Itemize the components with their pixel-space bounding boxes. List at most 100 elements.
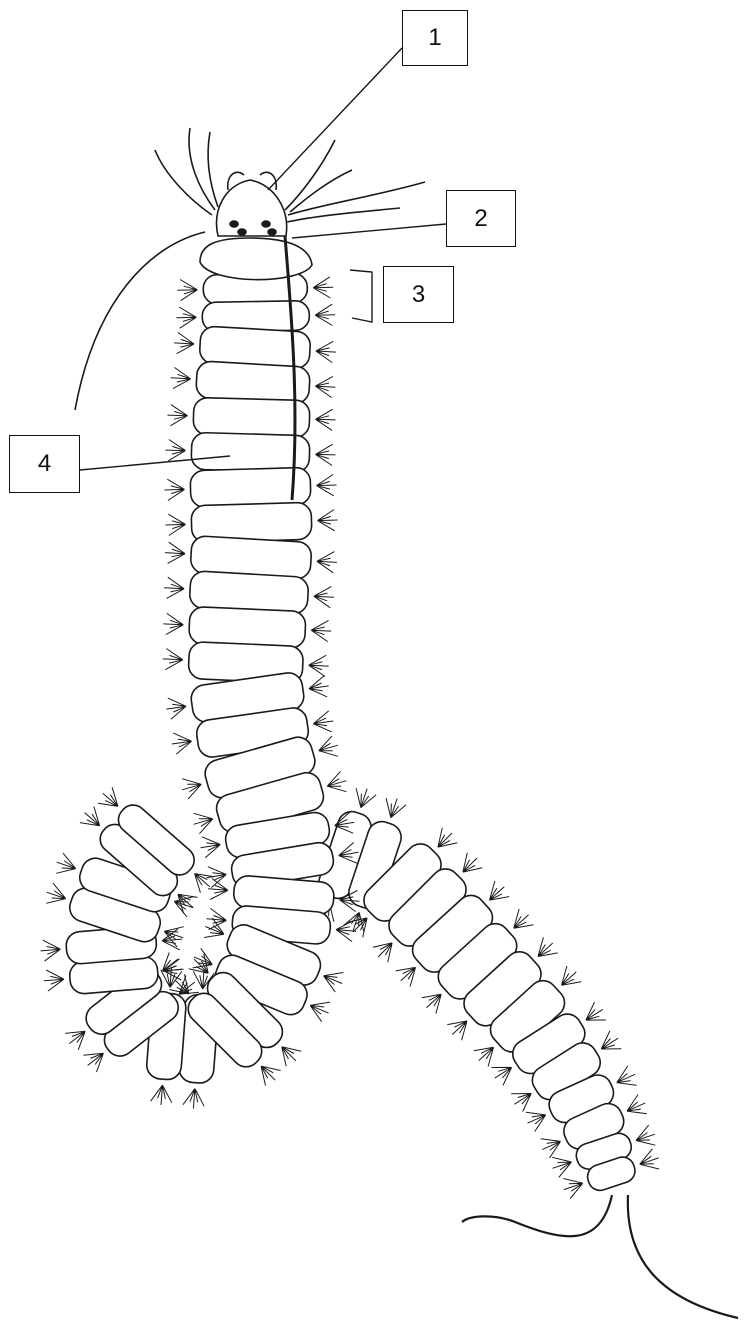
parapodium-bristles (315, 376, 335, 397)
parapodium-bristles (165, 542, 185, 563)
eye-right-2 (268, 229, 276, 235)
parapodium-bristles (166, 514, 186, 535)
peristomium (200, 238, 312, 280)
parapodium-bristles (176, 307, 196, 328)
parapodium-bristles (552, 1157, 571, 1177)
bracket-3 (350, 270, 372, 322)
parapodium-bristles (316, 341, 336, 362)
parapodium-bristles (490, 881, 510, 900)
tentacle-right-a (285, 140, 335, 210)
tentacle-left-c (208, 132, 218, 207)
parapodium-bristles (316, 444, 336, 465)
parapodium-bristles (165, 479, 185, 500)
parapodium-bristles (204, 918, 224, 938)
parapodium-bristles (511, 1094, 531, 1112)
parapodium-bristles (41, 940, 61, 961)
tail-cirrus-right (628, 1195, 738, 1318)
parapodium-bristles (314, 587, 334, 608)
tentacle-left-a (155, 150, 212, 215)
parapodium-bristles (313, 277, 333, 298)
leader-line-2 (292, 224, 446, 238)
parapodium-bristles (526, 1112, 546, 1131)
label-3: 3 (383, 266, 454, 323)
parapodium-bristles (207, 908, 227, 929)
parapodium-bristles (193, 948, 213, 968)
parapodium-bristles (309, 655, 329, 676)
tentacle-left-b (189, 128, 215, 210)
parapodium-bristles (538, 937, 558, 956)
parapodium-bristles (46, 883, 65, 903)
parapodium-bristles (324, 973, 344, 993)
parapodium-bristles (65, 1031, 85, 1050)
parapodium-bristles (84, 1053, 104, 1072)
parapodium-bristles (318, 510, 338, 531)
parapodium-bristles (311, 620, 331, 641)
parapodium-bristles (163, 649, 183, 670)
parapodium-bristles (601, 1031, 621, 1049)
parapodium-bristles (182, 779, 201, 799)
parapodium-bristles (166, 440, 186, 461)
parapodium-bristles (373, 943, 392, 962)
parapodium-bristles (386, 798, 406, 818)
parapodium-bristles (316, 409, 336, 430)
parapodium-bristles (315, 304, 335, 325)
parapodium-bristles (640, 1149, 659, 1169)
parapodium-bristles (327, 771, 346, 791)
tentacle-right-b (288, 182, 425, 215)
parapodium-bristles (178, 894, 198, 913)
trunk-segment (191, 432, 310, 472)
leader-line-1 (268, 48, 402, 190)
parapodium-bristles (319, 736, 338, 756)
parapodium-bristles (562, 966, 582, 985)
parapodium-bristles (514, 909, 534, 928)
parapodium-bristles (194, 813, 213, 833)
parapodium-bristles (183, 1089, 204, 1109)
parapodium-bristles (174, 332, 194, 353)
parapodium-bristles (164, 577, 184, 598)
parapodium-bristles (56, 853, 75, 873)
parapodium-bristles (172, 733, 192, 754)
parapodium-bristles (438, 828, 457, 847)
parapodium-bristles (261, 1066, 281, 1086)
parapodium-bristles (177, 280, 197, 301)
parapodium-bristles (474, 1047, 494, 1066)
parapodium-bristles (162, 952, 182, 971)
parapodium-bristles (80, 807, 100, 826)
eye-right-1 (262, 221, 270, 227)
parapodium-bristles (447, 1021, 467, 1040)
parapodium-bristles (348, 918, 367, 937)
parapodium-bristles (541, 1139, 561, 1158)
label-4: 4 (9, 435, 80, 493)
parapodium-bristles (313, 711, 333, 732)
parapodium-bristles (317, 475, 337, 496)
parapodium-bristles (171, 367, 191, 388)
worm-body (41, 273, 660, 1199)
parapodium-bristles (151, 1085, 172, 1105)
parapodium-bristles (179, 976, 199, 995)
trunk-segment (193, 397, 310, 437)
tail-cirri (462, 1195, 738, 1318)
parapodium-bristles (282, 1047, 302, 1067)
parapodium-bristles (627, 1095, 647, 1114)
parapodium-bristles (207, 867, 227, 888)
parapodium-bristles (317, 552, 337, 573)
parapodium-bristles (563, 1179, 582, 1199)
label-2: 2 (446, 190, 516, 247)
label-1: 1 (402, 10, 468, 66)
tail-cirrus-left (462, 1195, 612, 1236)
parapodium-bristles (586, 1002, 606, 1020)
parapodium-bristles (356, 788, 376, 808)
parapodium-bristles (98, 787, 118, 806)
eye-left-1 (230, 221, 238, 227)
parapodium-bristles (168, 405, 188, 426)
parapodium-bristles (492, 1067, 512, 1085)
eye-left-2 (238, 229, 246, 235)
parapodium-bristles (166, 698, 186, 719)
parapodium-bristles (201, 837, 221, 858)
parapodium-bristles (44, 970, 64, 991)
parapodium-bristles (636, 1125, 655, 1145)
parapodium-bristles (396, 967, 416, 986)
parapodium-bristles (617, 1066, 637, 1085)
parapodium-bristles (422, 994, 442, 1013)
